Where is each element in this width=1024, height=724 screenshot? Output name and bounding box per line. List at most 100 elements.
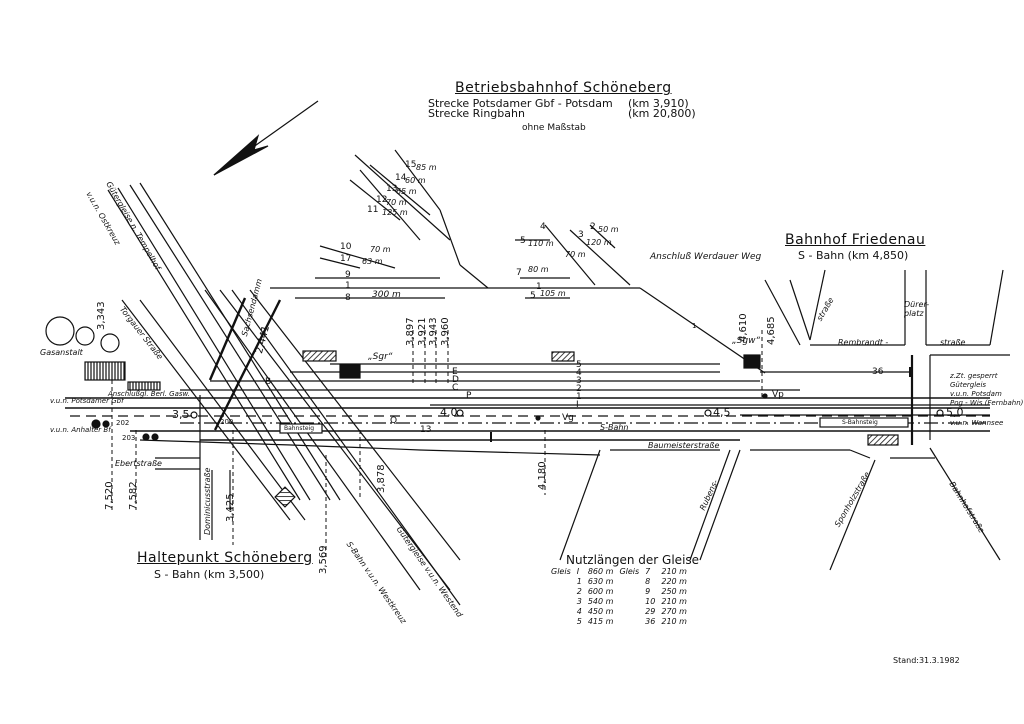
track-15: 15 [405, 160, 417, 170]
track-14-len: 60 m [405, 176, 426, 185]
gleis-len: 270 m [661, 607, 687, 616]
bahnsteig-right-label: S-Bahnsteig [842, 419, 878, 426]
track-15-len: 85 m [416, 163, 437, 172]
track-202: 202 [116, 419, 130, 427]
km-3960: 3,960 [440, 317, 451, 346]
track-36: 36 [872, 367, 884, 377]
pog-wis: Pog - Wis (Fernbahn) [950, 399, 1024, 407]
page-title: Betriebsbahnhof Schöneberg [455, 80, 672, 96]
signal-p: P [466, 391, 472, 401]
street-ebert: Ebertstraße [115, 459, 162, 468]
track-8: 8 [345, 293, 351, 303]
gasanstalt-building [84, 361, 126, 381]
gleis-len: 210 m [661, 567, 687, 576]
s-bahnsteig-right [819, 417, 909, 428]
table-row: 5 415 m 36 210 m [548, 617, 690, 627]
track-r6-len: 70 m [565, 250, 586, 259]
gleis-len: 860 m [587, 567, 614, 576]
main-track-3: 3 [576, 376, 582, 386]
main-tracks [65, 363, 990, 456]
track-203: 203 [122, 434, 136, 442]
track-12-len: 70 m [386, 198, 407, 207]
km-3878: 3,878 [376, 464, 387, 493]
anschluss-gasw-label: Anschlußgl. Berl. Gasw. [108, 390, 191, 398]
track-r1: 1 [536, 282, 542, 292]
potsdamer-label: v.u.n. Potsdamer Gbf [50, 397, 124, 405]
signal-b: B [265, 377, 272, 387]
signal-d: D [452, 375, 459, 385]
track-1-left: 1 [345, 281, 351, 291]
track-r5b: 5 [530, 291, 536, 301]
yard-right [500, 224, 766, 374]
gleis-len: 450 m [587, 607, 614, 616]
gleis-len: 630 m [587, 577, 614, 586]
route-ring-km: (km 20,800) [628, 107, 696, 120]
gleis-no: 29 [645, 607, 656, 616]
yard-left [270, 149, 500, 299]
marker-3-5: 3,5 [172, 408, 190, 421]
gleis-no: 36 [645, 617, 656, 626]
track-10-len: 70 m [370, 245, 391, 254]
gleis-len: 210 m [661, 617, 687, 626]
track-200: 200 [220, 418, 234, 426]
route-ring-label: Strecke Ringbahn [428, 107, 525, 120]
km-4180: 4,180 [537, 461, 548, 490]
gleis-no: 7 [645, 567, 651, 576]
s-bahn-label: S-Bahn [600, 423, 629, 432]
track-r5b-len: 105 m [540, 289, 566, 298]
dueerplatz: Dürer-platz [904, 300, 930, 318]
stand-date: Stand:31.3.1982 [893, 656, 960, 665]
track-13: 13 [386, 184, 398, 194]
track-r3: 3 [578, 230, 584, 240]
street-baumeister: Baumeisterstraße [648, 441, 720, 450]
km-3921: 3,921 [417, 317, 428, 346]
route-potsdam-km: (km 3,910) [628, 97, 689, 110]
gleis-no: 5 [576, 617, 582, 626]
track-r5-len: 110 m [528, 239, 554, 248]
gleis-no: 10 [645, 597, 656, 606]
scale-note: ohne Maßstab [522, 123, 586, 133]
haltepunkt-sub: S - Bahn (km 3,500) [154, 568, 265, 581]
gleis-no: 3 [576, 597, 582, 606]
track-r7-len: 80 m [528, 265, 549, 274]
track-17: 17 [340, 254, 352, 264]
gleis-len: 220 m [661, 577, 687, 586]
track-11-len: 125 m [382, 208, 408, 217]
track-13-len: 65 m [396, 187, 417, 196]
signal-c: C [452, 383, 459, 393]
route-potsdam-label: Strecke Potsdamer Gbf - Potsdam [428, 97, 613, 110]
main-track-5: 5 [576, 360, 582, 370]
track-12: 12 [376, 195, 388, 205]
track-17-len: 63 m [362, 257, 383, 266]
gleis-len: 415 m [587, 617, 614, 626]
track-r2: 2 [590, 222, 596, 232]
table-row: Gleis I 860 m Gleis 7 210 m [548, 567, 690, 577]
ring-tracks [107, 182, 461, 606]
track-1-werdauer: 1 [692, 322, 697, 330]
gleis-no: 9 [645, 587, 651, 596]
km-7520: 7,520 [104, 481, 115, 510]
gleis-no: I [576, 567, 580, 576]
km-3897: 3,897 [405, 317, 416, 346]
track-r7: 7 [516, 268, 522, 278]
km-3343: 3,343 [96, 301, 107, 330]
track-r2-len: 50 m [598, 225, 619, 234]
gueterrgleis: Gütergleis [950, 381, 987, 389]
track-11: 11 [367, 205, 379, 215]
street-rembrandt-a: Rembrandt - [838, 338, 889, 347]
signal-vp: Vp [772, 390, 784, 400]
main-track-4: 4 [576, 368, 582, 378]
haltepunkt-title: Haltepunkt Schöneberg [137, 550, 313, 566]
km-4685: 4,685 [766, 316, 777, 345]
gleis-word-right: Gleis [619, 567, 640, 576]
bahnsteig-left-label: Bahnsteig [284, 425, 315, 432]
track-9: 9 [345, 270, 351, 280]
km-7582: 7,582 [128, 481, 139, 510]
km-4610: 4,610 [738, 313, 749, 342]
track-13-main: 13 [420, 425, 432, 435]
street-rembrandt-b: straße [940, 338, 966, 347]
track-r5: 5 [520, 236, 526, 246]
